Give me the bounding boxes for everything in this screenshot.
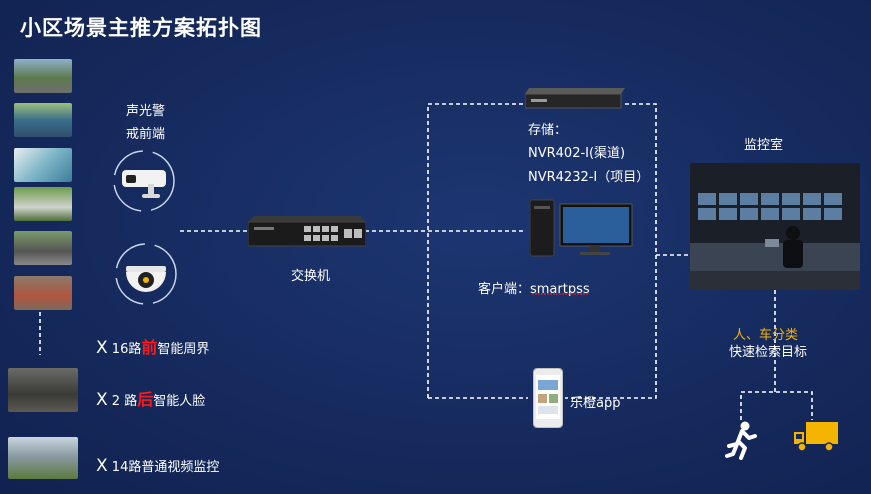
scene-photo-pool xyxy=(14,148,72,182)
running-person-icon xyxy=(725,421,757,460)
switch-label: 交换机 xyxy=(291,269,331,284)
count-text-suffix: 智能周界 xyxy=(157,342,210,357)
storage-label: 存储： xyxy=(528,123,568,138)
count-highlight: 后 xyxy=(137,390,154,409)
count-row-perimeter: X 16路前智能周界 xyxy=(96,334,209,358)
count-prefix: X xyxy=(96,456,108,476)
storage-model-2: NVR4232-I（项目） xyxy=(528,170,650,185)
page-title: 小区场景主推方案拓扑图 xyxy=(20,16,262,40)
client-underline xyxy=(532,293,588,295)
nvr-device-icon xyxy=(525,88,625,109)
scene-photo-building xyxy=(8,437,78,479)
dome-camera-icon xyxy=(115,243,177,305)
monitoring-room-photo xyxy=(690,163,860,290)
count-row-normal: X 14路普通视频监控 xyxy=(96,456,219,476)
app-label: 乐橙app xyxy=(570,396,621,411)
count-row-face: X 2 路后智能人脸 xyxy=(96,386,205,410)
truck-icon xyxy=(794,422,838,452)
bullet-camera-icon xyxy=(113,150,175,212)
classification-line-2: 快速检索目标 xyxy=(729,345,808,360)
alarm-camera-label-2: 戒前端 xyxy=(126,127,166,142)
monitor-room-label: 监控室 xyxy=(744,138,784,153)
scene-photo-road xyxy=(14,59,72,93)
scene-photo-plaza xyxy=(14,276,72,310)
scene-photo-bins xyxy=(14,103,72,137)
count-text: 14路普通视频监控 xyxy=(111,460,220,475)
phone-icon xyxy=(533,368,563,428)
classification-line-1: 人、车分类 xyxy=(733,328,799,343)
count-prefix: X xyxy=(96,338,108,358)
switch-device-icon xyxy=(248,216,366,247)
count-text-suffix: 智能人脸 xyxy=(153,394,206,409)
alarm-camera-label-1: 声光警 xyxy=(126,104,166,119)
count-text: 16路 xyxy=(111,342,142,357)
count-highlight: 前 xyxy=(141,338,158,357)
count-prefix: X xyxy=(96,390,108,410)
storage-model-1: NVR402-I(渠道) xyxy=(528,146,626,161)
desktop-computer-icon xyxy=(530,199,633,257)
scene-photo-fence xyxy=(14,187,72,221)
client-label: 客户端：smartpss xyxy=(478,282,590,297)
scene-photo-parking xyxy=(14,231,72,265)
count-text: 2 路 xyxy=(111,394,138,409)
scene-photo-gate xyxy=(8,368,78,412)
